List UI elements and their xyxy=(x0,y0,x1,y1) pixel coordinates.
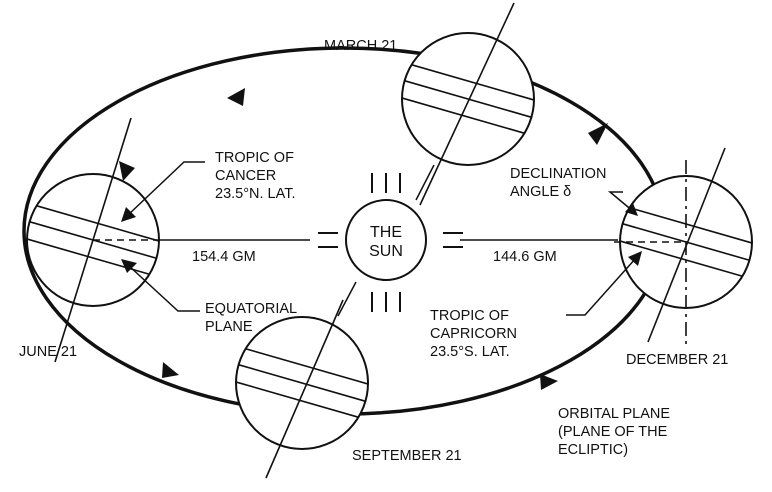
earth-june xyxy=(20,118,166,362)
label-distance-june: 154.4 GM xyxy=(192,249,256,265)
earth-december xyxy=(613,148,759,344)
label-march: MARCH 21 xyxy=(324,38,397,54)
label-tropic-cancer-2: CANCER xyxy=(215,168,276,184)
orbit-arrow-left xyxy=(119,161,135,181)
label-orbital-plane-1: ORBITAL PLANE xyxy=(558,406,670,422)
sun-label-line2: SUN xyxy=(369,243,403,260)
label-tropic-capricorn-2: CAPRICORN xyxy=(430,326,517,342)
orbit-arrow-lower-left xyxy=(162,362,179,378)
orbit-arrow-right xyxy=(588,123,608,145)
label-tropic-capricorn-3: 23.5°S. LAT. xyxy=(430,344,510,360)
label-tropic-cancer-1: TROPIC OF xyxy=(215,150,294,166)
label-declination-1: DECLINATION xyxy=(510,166,606,182)
axis-line-september xyxy=(338,282,356,316)
label-equatorial-2: PLANE xyxy=(205,319,253,335)
orbit-arrow-bottom xyxy=(540,374,558,390)
sun-label-line1: THE xyxy=(370,224,402,241)
label-tropic-capricorn-1: TROPIC OF xyxy=(430,308,509,324)
label-december: DECEMBER 21 xyxy=(626,352,728,368)
label-tropic-cancer-3: 23.5°N. LAT. xyxy=(215,186,296,202)
label-distance-december: 144.6 GM xyxy=(493,249,557,265)
label-equatorial-1: EQUATORIAL xyxy=(205,301,297,317)
label-declination-2: ANGLE δ xyxy=(510,184,571,200)
orbit-arrow-top xyxy=(227,88,245,106)
label-september: SEPTEMBER 21 xyxy=(352,448,462,464)
label-orbital-plane-3: ECLIPTIC) xyxy=(558,442,628,458)
label-orbital-plane-2: (PLANE OF THE xyxy=(558,424,668,440)
label-june: JUNE 21 xyxy=(19,344,77,360)
